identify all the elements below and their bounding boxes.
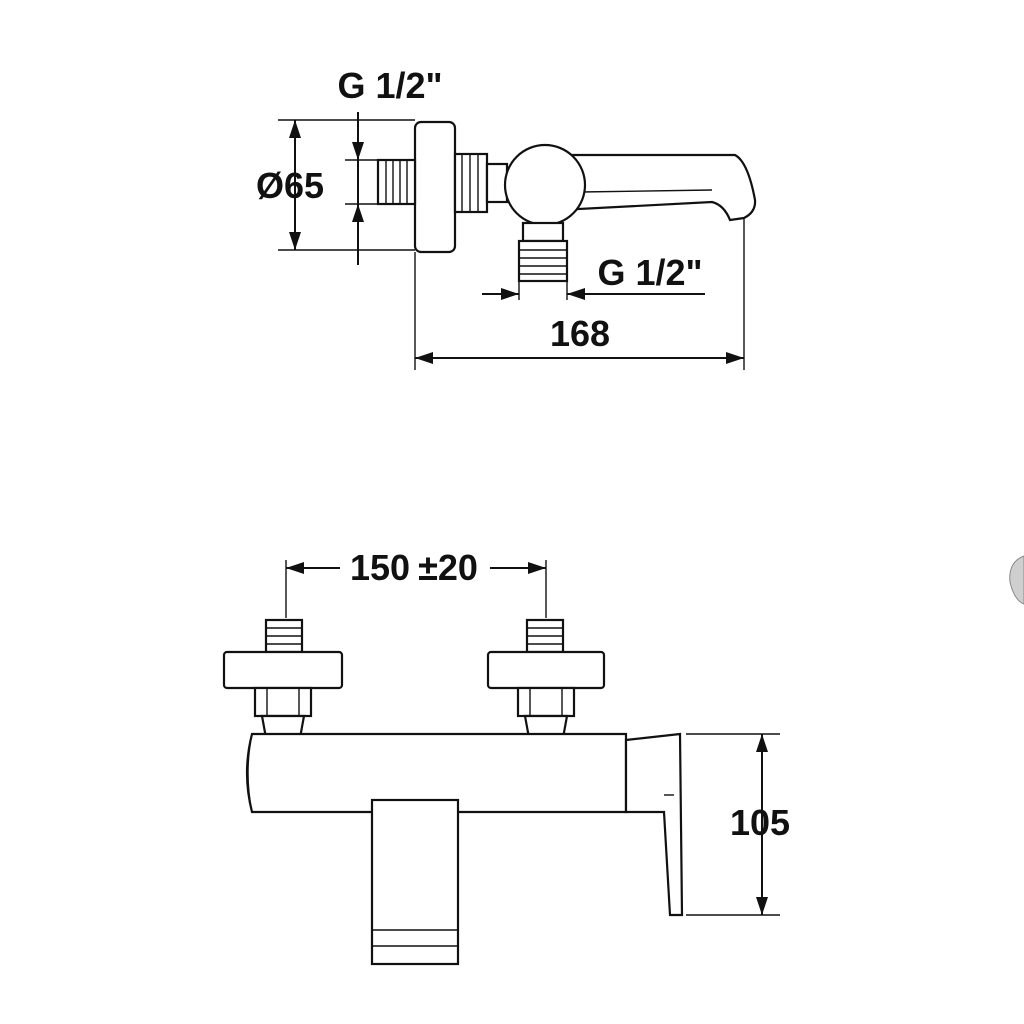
height-label: 105 bbox=[730, 802, 790, 843]
right-union bbox=[486, 618, 606, 744]
mixer-body-top bbox=[503, 143, 587, 227]
outlet-thread-label: G 1/2" bbox=[597, 252, 702, 293]
top-view: Ø65 G 1/2" G 1/2" 168 bbox=[256, 65, 757, 370]
inlet-thread-label: G 1/2" bbox=[337, 65, 442, 106]
spout bbox=[558, 153, 757, 222]
cropped-fitting bbox=[1009, 555, 1024, 605]
length-label: 168 bbox=[550, 313, 610, 354]
wall-flange bbox=[413, 120, 457, 254]
diameter-label: Ø65 bbox=[256, 165, 324, 206]
height-dimension: 105 bbox=[686, 733, 790, 916]
outlet-connector bbox=[517, 221, 569, 283]
diameter-dimension: Ø65 bbox=[256, 119, 415, 251]
length-dimension: 168 bbox=[414, 218, 745, 370]
inlet-thread-dimension: G 1/2" bbox=[337, 65, 443, 265]
inlet-nipple bbox=[376, 158, 417, 206]
lever-handle bbox=[624, 732, 684, 917]
center-tolerance-label: ±20 bbox=[418, 547, 478, 588]
outlet-thread-dimension: G 1/2" bbox=[482, 252, 705, 300]
front-view: 150 ±20 105 bbox=[222, 547, 790, 966]
center-distance-dimension: 150 ±20 bbox=[285, 547, 547, 618]
left-union bbox=[222, 618, 344, 744]
hex-connector bbox=[453, 152, 509, 214]
center-distance-label: 150 bbox=[350, 547, 410, 588]
spout-front bbox=[370, 798, 460, 966]
